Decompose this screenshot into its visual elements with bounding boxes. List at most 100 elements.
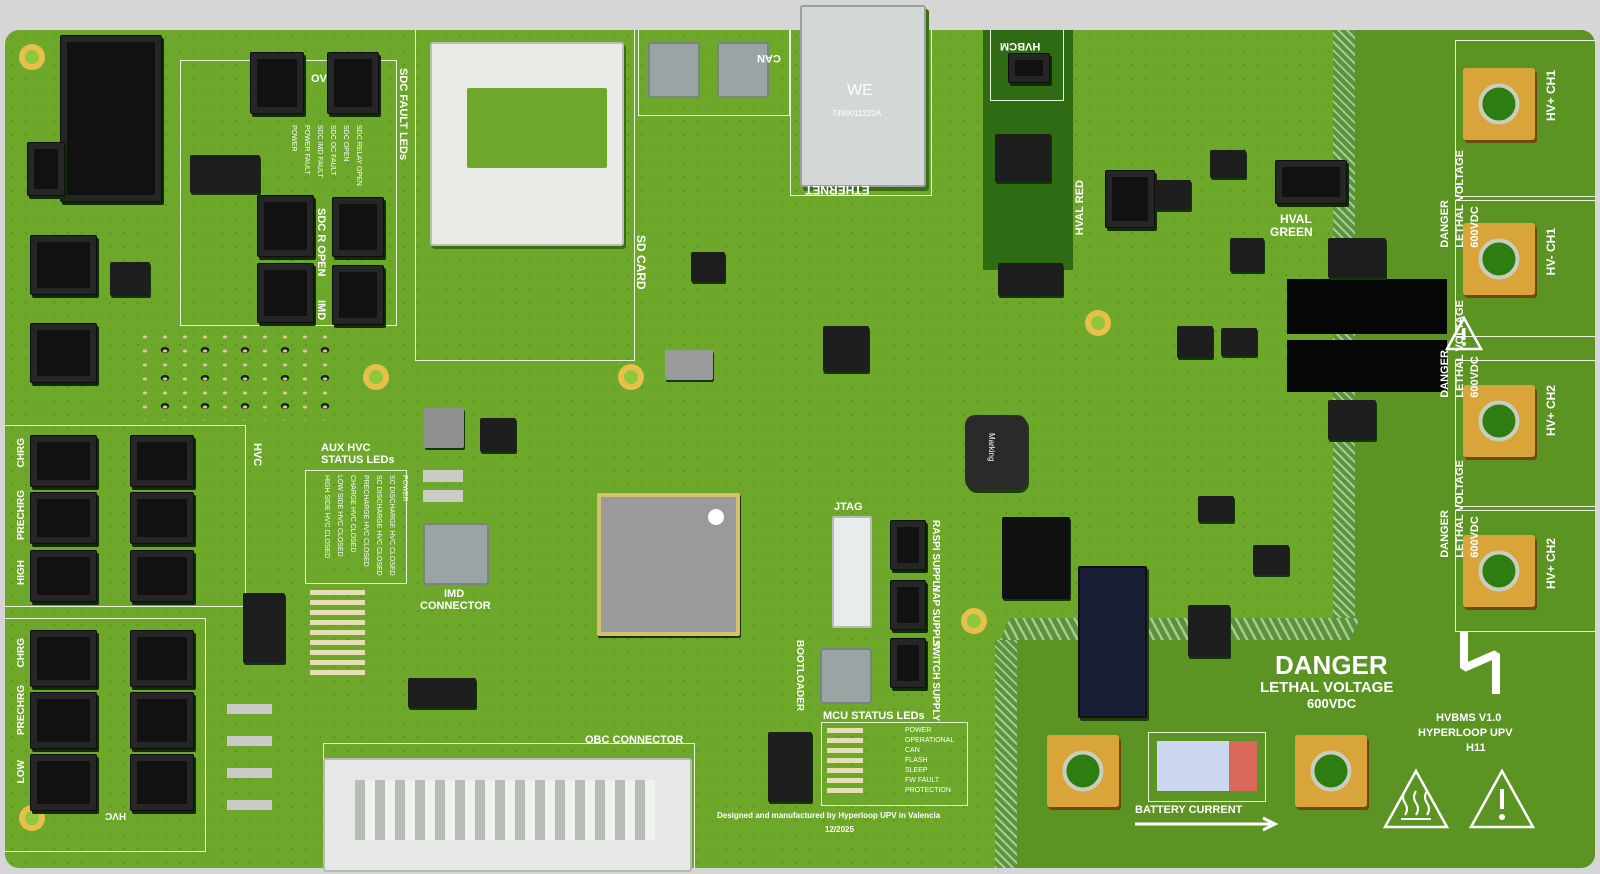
ic-isolator xyxy=(424,408,464,448)
warning-lethal: LETHAL VOLTAGE xyxy=(1454,460,1466,558)
connector-chrg-1[interactable] xyxy=(30,435,97,487)
label-prechrg-2: PRECHRG xyxy=(16,685,27,736)
jtag-connector[interactable] xyxy=(832,516,872,628)
connector-hval-red[interactable] xyxy=(1105,170,1155,228)
connector-hval-green[interactable] xyxy=(1275,160,1347,204)
obc-connector[interactable] xyxy=(323,758,692,872)
sdc-fault-led-item: SDC OPEN xyxy=(342,125,349,162)
connector-imd[interactable] xyxy=(257,263,314,323)
connector-sdc-right[interactable] xyxy=(332,197,384,257)
connector-switch-supply[interactable] xyxy=(890,638,926,688)
connector-low-1[interactable] xyxy=(30,754,97,811)
warning-triangle-icon-bottom xyxy=(1467,767,1537,831)
board-team: HYPERLOOP UPV xyxy=(1418,727,1513,739)
mcu-status-item: SLEEP xyxy=(905,767,928,774)
ic-lower-driver xyxy=(408,678,476,708)
connector-ov[interactable] xyxy=(250,52,304,114)
warning-voltage: 600VDC xyxy=(1469,516,1481,558)
connector-chrg-3[interactable] xyxy=(30,630,97,687)
warning-danger: DANGER xyxy=(1439,510,1451,558)
hvc-section-box-upper xyxy=(5,425,246,607)
mcu-status-box xyxy=(821,722,968,806)
connector-prechrg-1[interactable] xyxy=(30,492,97,544)
label-hv-channel-3: HV+ CH2 xyxy=(1544,385,1558,437)
ethernet-part-number: 7499011222A xyxy=(832,109,882,118)
board-name: HVBMS V1.0 xyxy=(1436,712,1502,724)
connector-prechrg-2[interactable] xyxy=(130,492,194,544)
terminal-hv-ch1-pos[interactable] xyxy=(1463,68,1535,140)
connector-sdc-fault[interactable] xyxy=(327,52,379,114)
ic-sd-regulator xyxy=(691,252,725,282)
connector-imd-right[interactable] xyxy=(332,265,384,325)
connector-j33[interactable] xyxy=(30,323,97,383)
relay-lower xyxy=(1287,340,1447,392)
connector-low-2[interactable] xyxy=(130,754,194,811)
sdc-fault-led-item: SDC RELAY OPEN xyxy=(355,125,362,186)
label-imd: IMD xyxy=(315,300,327,321)
aux-hvc-status-item: SC DISCHARGE HVC CLOSED xyxy=(388,475,395,576)
warning-lethal: LETHAL VOLTAGE xyxy=(1454,150,1466,248)
connector-chrg-4[interactable] xyxy=(130,630,194,687)
terminal-battery-pos[interactable] xyxy=(1295,735,1367,807)
ic-sdc-logic xyxy=(190,155,260,193)
connector-j41[interactable] xyxy=(30,235,97,295)
can-connector-1[interactable] xyxy=(648,42,700,98)
ic-led-driver xyxy=(768,732,812,802)
mcu-status-item: FLASH xyxy=(905,757,928,764)
terminal-battery-neg[interactable] xyxy=(1047,735,1119,807)
terminal-hv-ch2-neg[interactable] xyxy=(1463,535,1535,607)
label-hvbcm: HVBCM xyxy=(1000,40,1041,52)
aux-hvc-status-item: PRECHARGE HVC CLOSED xyxy=(362,475,369,567)
connector-sdc-r-open[interactable] xyxy=(257,195,314,257)
label-aux-hvc-status-leds-line1: AUX HVC xyxy=(321,442,371,454)
terminal-hv-ch2-pos[interactable] xyxy=(1463,385,1535,457)
board-revision: H11 xyxy=(1466,742,1486,754)
ic-right-3 xyxy=(1177,326,1213,358)
ethernet-jack[interactable]: WE 7499011222A xyxy=(800,5,926,187)
label-hv-channel-4: HV+ CH2 xyxy=(1544,538,1558,590)
main-warning-voltage: 600VDC xyxy=(1307,696,1357,711)
warning-danger: DANGER xyxy=(1439,200,1451,248)
aux-hvc-status-list: POWER SC DISCHARGE HVC CLOSED SC DISCHAR… xyxy=(323,475,408,576)
power-connector-large[interactable] xyxy=(60,35,162,202)
ic-right-5 xyxy=(1328,238,1386,278)
connector-raspi-supply[interactable] xyxy=(890,520,926,570)
label-hv-channel-2: HV- CH1 xyxy=(1544,228,1558,276)
mcu-led-strip xyxy=(827,728,863,798)
mcu-status-item: FW FAULT xyxy=(905,777,940,784)
aux-hvc-status-item: CHARGE HVC CLOSED xyxy=(349,475,356,553)
hvbcm-box xyxy=(990,30,1064,101)
connector-nap-supply[interactable] xyxy=(890,580,926,630)
ic-voltage-regulator xyxy=(665,350,713,380)
connector-prechrg-3[interactable] xyxy=(30,692,97,749)
credits-line: Designed and manufactured by Hyperloop U… xyxy=(717,811,941,820)
ethernet-brand: WE xyxy=(847,82,873,99)
label-switch-supply: SWITCH SUPPLY xyxy=(930,640,941,722)
label-bootloader: BOOTLOADER xyxy=(794,640,805,712)
ic-right-9 xyxy=(1155,180,1191,210)
connector-high-2[interactable] xyxy=(130,550,194,602)
label-hval-red: HVAL RED xyxy=(1074,180,1086,236)
sd-card-slot[interactable] xyxy=(430,42,624,246)
ic-left-small xyxy=(110,262,150,296)
terminal-hv-ch1-neg[interactable] xyxy=(1463,223,1535,295)
mounting-hole-top-left xyxy=(19,44,45,70)
aux-jumpers xyxy=(423,470,463,510)
connector-ut[interactable] xyxy=(27,142,65,196)
ic-can-transceiver xyxy=(998,263,1063,296)
aux-hvc-status-item: HIGH SIDE HVC CLOSED xyxy=(323,475,330,559)
connector-hvbcm[interactable] xyxy=(1008,53,1050,83)
connector-chrg-2[interactable] xyxy=(130,435,194,487)
ic-right-8 xyxy=(1253,545,1289,575)
aux-hvc-status-box xyxy=(305,470,407,584)
main-warning-lethal: LETHAL VOLTAGE xyxy=(1260,679,1394,696)
connector-prechrg-4[interactable] xyxy=(130,692,194,749)
imd-connector[interactable] xyxy=(423,523,489,585)
label-jtag: JTAG xyxy=(834,501,863,513)
can-connector-2[interactable] xyxy=(717,42,769,98)
bootloader-connector[interactable] xyxy=(820,648,872,704)
label-aux-hvc-status-leds-line2: STATUS LEDs xyxy=(321,454,395,466)
hvc-section-box-lower xyxy=(5,618,206,852)
connector-high-1[interactable] xyxy=(30,550,97,602)
mounting-hole-bottom-center xyxy=(961,608,987,634)
